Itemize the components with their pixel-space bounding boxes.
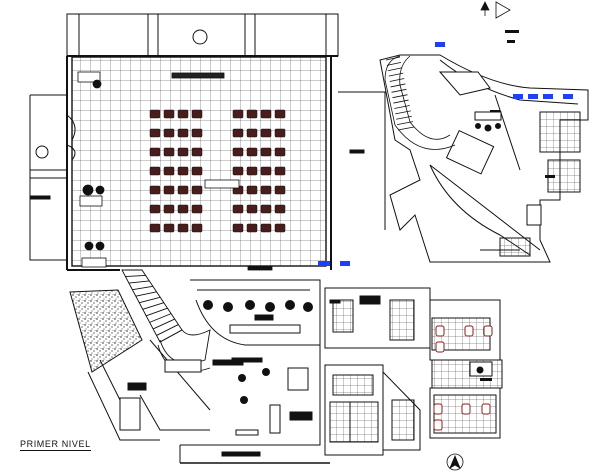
round-table [245,300,255,310]
service-block [324,287,503,456]
chair [246,223,258,233]
north-label: A [484,5,488,11]
chair [232,166,244,176]
chair [177,147,189,157]
chair [191,185,203,195]
blue-markers [318,42,573,266]
north-arrow-icon [480,1,511,19]
chair [246,147,258,157]
round-table [262,368,270,376]
chair [149,166,161,176]
central-room [179,279,330,464]
chair [232,147,244,157]
chair [163,185,175,195]
chair [232,223,244,233]
chair [163,128,175,138]
toilet-fixture [433,403,443,415]
chair [260,166,272,176]
chair [191,166,203,176]
main-hall [66,13,339,271]
chair [274,147,286,157]
toilet-fixture [483,325,493,337]
chair [177,204,189,214]
toilet-fixture [481,403,491,415]
section-marker-icon [35,145,49,159]
chair [149,147,161,157]
chair [177,166,189,176]
chair [260,147,272,157]
chair [274,128,286,138]
chair [191,109,203,119]
chair [246,166,258,176]
chair [177,223,189,233]
chair [191,223,203,233]
chair [232,128,244,138]
chair [191,128,203,138]
chair [274,223,286,233]
main-stair [121,269,211,373]
chair [260,223,272,233]
toilet-fixture [433,419,443,431]
toilet-fixture [435,341,445,353]
hall-furniture [77,71,273,271]
drawing-title: PRIMER NIVEL [20,439,91,451]
seating-rows [149,109,286,233]
chair [191,204,203,214]
chair [274,109,286,119]
chair [246,185,258,195]
round-tables [203,300,313,404]
toilet-fixture [435,325,445,337]
round-table [238,374,246,382]
round-table [265,302,275,312]
chair [163,147,175,157]
toilet-fixture [464,325,474,337]
chair [177,109,189,119]
chair [177,128,189,138]
chair [274,185,286,195]
chair [246,109,258,119]
chair [260,204,272,214]
planter-area [69,289,143,373]
chair [163,223,175,233]
label-marks [480,30,555,381]
round-table [240,396,248,404]
chair [149,109,161,119]
chair [191,147,203,157]
entry-lobby [29,91,386,261]
compass-icon [446,453,464,471]
upper-stair [384,55,456,150]
chair [274,166,286,176]
upper-right-building [379,54,589,263]
lower-left-corridor [87,339,211,441]
chair [149,223,161,233]
chair [177,185,189,195]
round-table [203,300,213,310]
chair [260,185,272,195]
chair [163,109,175,119]
chair [163,204,175,214]
chair [149,185,161,195]
chair [246,128,258,138]
chair [163,166,175,176]
chair [232,204,244,214]
round-table [223,302,233,312]
round-table [303,302,313,312]
chair [274,204,286,214]
round-table [285,300,295,310]
wc-fixtures [433,325,493,431]
chair [149,128,161,138]
chair [149,204,161,214]
chair [232,109,244,119]
chair [260,128,272,138]
chair [246,204,258,214]
chair [260,109,272,119]
toilet-fixture [461,403,471,415]
section-marker-icon [192,29,208,45]
